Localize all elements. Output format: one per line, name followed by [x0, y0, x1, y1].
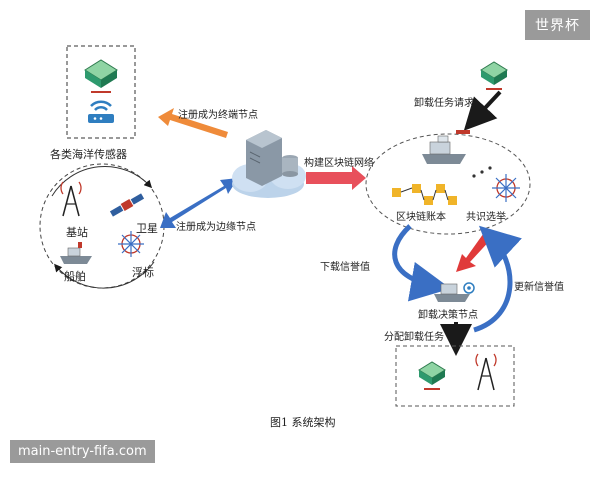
ship-icon — [60, 242, 92, 264]
target-dashed-box — [395, 345, 515, 407]
watermark-url: main-entry-fifa.com — [10, 440, 155, 463]
blockchain-network-ellipse — [365, 133, 531, 235]
decision-node-label: 卸载决策节点 — [418, 308, 478, 321]
target-sensor-icon — [418, 361, 446, 390]
satellite-label: 卫星 — [136, 222, 158, 235]
orange-double-arrow — [158, 108, 228, 138]
base-station-label: 基站 — [66, 225, 88, 239]
blue-double-arrow — [160, 178, 238, 228]
marine-sensor-icon — [84, 59, 118, 93]
satellite-icon — [109, 193, 145, 217]
sensor-group: 各类海洋传感器 — [50, 45, 136, 161]
wifi-router-icon — [88, 100, 114, 123]
blockchain-ledger-icon — [392, 184, 457, 205]
target-base-station-icon — [475, 353, 497, 391]
decision-node-ship-icon — [434, 282, 475, 302]
ship-label: 船舶 — [64, 269, 86, 283]
build-blockchain-label: 构建区块链网络 — [304, 156, 374, 169]
buoy-label: 浮标 — [132, 265, 154, 279]
register-terminal-label: 注册成为终端节点 — [178, 108, 258, 121]
pink-arrow — [306, 166, 366, 190]
buoy-icon — [118, 231, 144, 257]
offload-request-label: 卸载任务请求 — [414, 96, 474, 109]
cloud-server-icon — [232, 130, 306, 198]
consensus-icon — [492, 174, 520, 202]
blockchain-ship-icon — [422, 130, 470, 164]
sensors-label: 各类海洋传感器 — [50, 147, 127, 161]
assign-task-label: 分配卸载任务 — [384, 330, 444, 343]
requester-sensor-icon — [480, 61, 508, 90]
download-reputation-label: 下载信誉值 — [320, 260, 370, 273]
edge-device-group: 基站 卫星 船舶 浮标 — [39, 163, 165, 289]
consensus-label: 共识选举 — [466, 210, 506, 223]
update-reputation-arrow — [473, 225, 522, 333]
brand-badge: 世界杯 — [525, 10, 590, 40]
update-reputation-label: 更新信誉值 — [514, 280, 564, 293]
register-edge-label: 注册成为边缘节点 — [176, 220, 256, 233]
download-reputation-arrow — [392, 224, 451, 302]
figure-caption: 图1 系统架构 — [270, 415, 336, 429]
base-station-icon — [60, 181, 82, 217]
request-arrow — [463, 90, 502, 131]
sensor-dashed-box — [66, 45, 136, 139]
red-down-arrow — [456, 230, 494, 272]
blockchain-ledger-label: 区块链账本 — [396, 210, 446, 223]
ellipsis-dots-icon — [472, 166, 492, 178]
